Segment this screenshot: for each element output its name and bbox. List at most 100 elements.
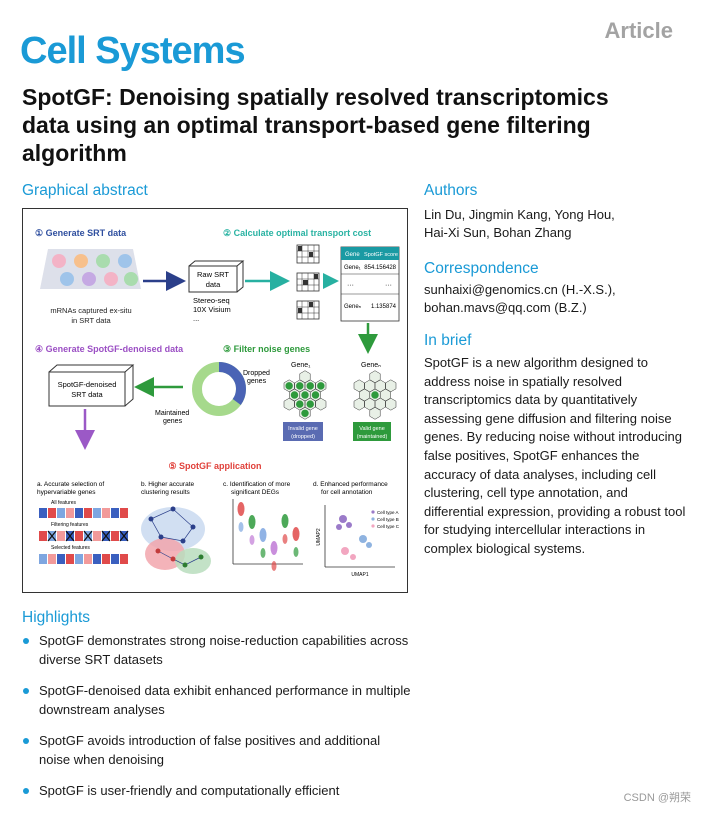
correspondence-line-2[interactable]: bohan.mavs@qq.com (B.Z.)	[424, 300, 587, 315]
violin-shape	[292, 527, 300, 541]
step4-title: ④ Generate SpotGF-denoised data	[35, 344, 184, 354]
article-label: Article	[604, 18, 673, 43]
app-c-title-1: c. Identification of more	[223, 481, 291, 488]
violin-shape	[249, 535, 255, 545]
correspondence-heading: Correspondence	[424, 260, 539, 277]
feature-cell	[39, 531, 47, 541]
highlight-item: SpotGF is user-friendly and computationa…	[22, 781, 412, 800]
bullet-icon	[23, 788, 29, 794]
app-d-title-1: d. Enhanced performance	[313, 481, 388, 488]
donut-dropped-segment	[192, 362, 246, 416]
highlight-text: SpotGF is user-friendly and computationa…	[39, 783, 340, 798]
invalid-gene-hex-cluster	[283, 370, 327, 420]
valid-gene-hex-cluster	[353, 370, 397, 420]
graphical-abstract-heading: Graphical abstract	[22, 182, 148, 199]
expression-dot	[311, 391, 320, 399]
highlight-text: SpotGF-denoised data exhibit enhanced pe…	[39, 683, 411, 717]
feature-cell	[75, 508, 83, 518]
gene-label-1: Gene₁	[291, 362, 311, 369]
expression-dot	[296, 382, 304, 390]
step3-title: ③ Filter noise genes	[223, 344, 310, 354]
valid-gene-label-a: Valid gene	[359, 426, 385, 432]
maintained-genes-label-a: Maintained	[155, 410, 189, 417]
step1-caption-b: in SRT data	[71, 316, 111, 325]
filter-cross	[101, 530, 111, 542]
feature-cell	[48, 554, 56, 564]
invalid-gene-label-a: Invalid gene	[288, 426, 318, 432]
step2-title: ② Calculate optimal transport cost	[223, 228, 371, 238]
feature-cell	[57, 508, 65, 518]
feature-cell	[84, 508, 92, 518]
gene-donut-chart	[192, 362, 246, 416]
expression-dot	[371, 391, 379, 399]
deg-violin-illustration	[232, 499, 303, 571]
legend-cell-type-b: Cell type B	[377, 517, 399, 522]
filter-cross	[83, 530, 93, 542]
hex-spot	[369, 370, 381, 383]
platform-stereo-seq: Stereo-seq	[193, 296, 230, 305]
hex-spot	[385, 397, 397, 411]
legend-cell-type-c: Cell type C	[377, 524, 400, 529]
step1-caption-a: mRNAs captured ex-situ	[50, 306, 131, 315]
bullet-icon	[23, 688, 29, 694]
graphical-abstract-figure: ① Generate SRT data mRNAs captured ex-si…	[22, 208, 408, 593]
bullet-icon	[23, 638, 29, 644]
score-row-3-gene: Geneₙ	[344, 304, 362, 310]
feature-cell	[111, 554, 119, 564]
correspondence-line-1[interactable]: sunhaixi@genomics.cn (H.-X.S.),	[424, 282, 616, 297]
feature-cell	[93, 531, 101, 541]
violin-shape	[270, 541, 278, 555]
filter-cross	[47, 530, 57, 542]
correspondence-emails: sunhaixi@genomics.cn (H.-X.S.), bohan.ma…	[424, 281, 694, 317]
maintained-genes-label-b: genes	[163, 418, 183, 425]
score-row-3-score: 1.135874	[371, 304, 397, 310]
feature-cell	[66, 554, 74, 564]
umap-y-label: UMAP2	[316, 528, 322, 545]
feature-cell	[111, 531, 119, 541]
transport-matrices	[296, 244, 320, 320]
hex-spot	[299, 370, 311, 383]
in-brief-heading: In brief	[424, 332, 472, 349]
violin-shape	[238, 522, 244, 532]
dropped-genes-label-a: Dropped	[243, 370, 270, 377]
score-row-1-gene: Gene₁	[344, 265, 361, 271]
platform-more: ...	[193, 314, 199, 323]
journal-logo: Cell Systems	[20, 30, 246, 72]
legend-cell-type-a: Cell type A	[377, 510, 399, 515]
score-row-2-score: ···	[385, 282, 392, 289]
in-brief-text: SpotGF is a new algorithm designed to ad…	[424, 355, 686, 556]
score-header-gene: Gene	[345, 252, 360, 258]
feature-cell	[93, 508, 101, 518]
feature-cell	[75, 531, 83, 541]
app-a-title-2: hypervariable genes	[37, 489, 96, 496]
filter-cross	[119, 530, 129, 542]
feature-cell	[48, 508, 56, 518]
violin-shape	[293, 547, 299, 557]
authors-line-1: Lin Du, Jingmin Kang, Yong Hou,	[424, 207, 615, 222]
app-a-title-1: a. Accurate selection of	[37, 481, 104, 488]
score-header-score: SpotGF score	[364, 252, 398, 258]
violin-shape	[271, 561, 277, 571]
dropped-genes-label-b: genes	[247, 378, 267, 385]
step5-title: ⑤ SpotGF application	[168, 461, 261, 471]
app-d-title-2: for cell annotation	[321, 489, 373, 496]
platform-10x-visium: 10X Visium	[193, 305, 231, 314]
feature-cell	[102, 554, 110, 564]
invalid-gene-badge	[283, 422, 323, 441]
hex-spot	[283, 397, 295, 411]
violin-shape	[281, 514, 289, 528]
highlight-item: SpotGF avoids introduction of false posi…	[22, 731, 412, 769]
highlight-item: SpotGF-denoised data exhibit enhanced pe…	[22, 681, 412, 719]
score-row-1-score: 854.156428	[364, 265, 396, 271]
denoised-box-label-a: SpotGF-denoised	[58, 380, 117, 389]
watermark: CSDN @朔荣	[623, 792, 691, 804]
feature-cell	[39, 554, 47, 564]
hex-spot	[385, 379, 397, 393]
feature-selection-illustration	[39, 508, 129, 564]
authors-heading: Authors	[424, 182, 478, 199]
violin-shape	[259, 528, 267, 542]
violin-shape	[248, 515, 256, 529]
feature-cell	[39, 508, 47, 518]
expression-dot	[301, 409, 309, 418]
violin-shape	[260, 548, 266, 558]
